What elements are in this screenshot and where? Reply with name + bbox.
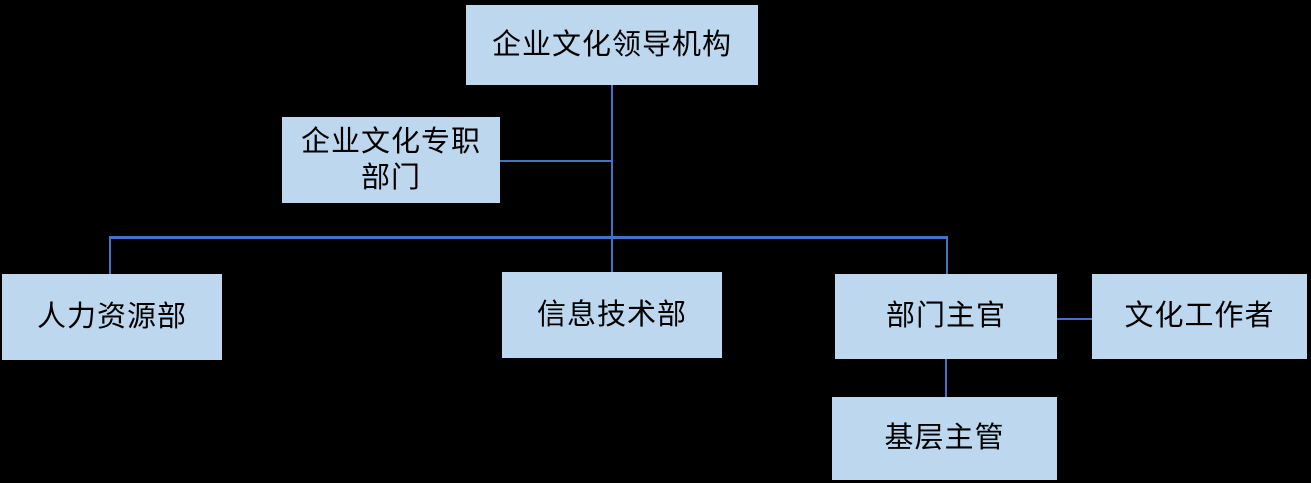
node-culture-workers-label: 文化工作者 (1124, 300, 1275, 333)
node-grassroots-supervisor: 基层主管 (832, 397, 1057, 480)
connector-hr-drop (109, 236, 111, 274)
node-information-technology-label: 信息技术部 (536, 298, 687, 331)
node-culture-dedicated-dept-label-line1: 企业文化专职 (300, 125, 481, 158)
node-human-resources: 人力资源部 (2, 274, 222, 360)
connector-dedicated-dept-branch (500, 160, 611, 162)
node-department-head-label: 部门主官 (885, 300, 1006, 333)
node-grassroots-supervisor-label: 基层主管 (884, 422, 1005, 455)
node-department-head: 部门主官 (835, 274, 1057, 359)
node-culture-leadership-label: 企业文化领导机构 (491, 28, 732, 61)
connector-leadership-vertical (611, 85, 613, 272)
connector-grassroots-drop (945, 359, 947, 397)
connector-main-horizontal-rail (109, 236, 948, 239)
connector-culture-workers-branch (1057, 318, 1092, 320)
node-human-resources-label: 人力资源部 (36, 300, 187, 333)
node-culture-dedicated-dept: 企业文化专职 部门 (282, 117, 500, 203)
node-culture-workers: 文化工作者 (1092, 274, 1307, 359)
connector-dept-head-drop (946, 236, 948, 274)
node-information-technology: 信息技术部 (502, 272, 722, 358)
node-culture-dedicated-dept-label-line2: 部门 (360, 162, 421, 194)
node-culture-leadership: 企业文化领导机构 (466, 5, 758, 85)
